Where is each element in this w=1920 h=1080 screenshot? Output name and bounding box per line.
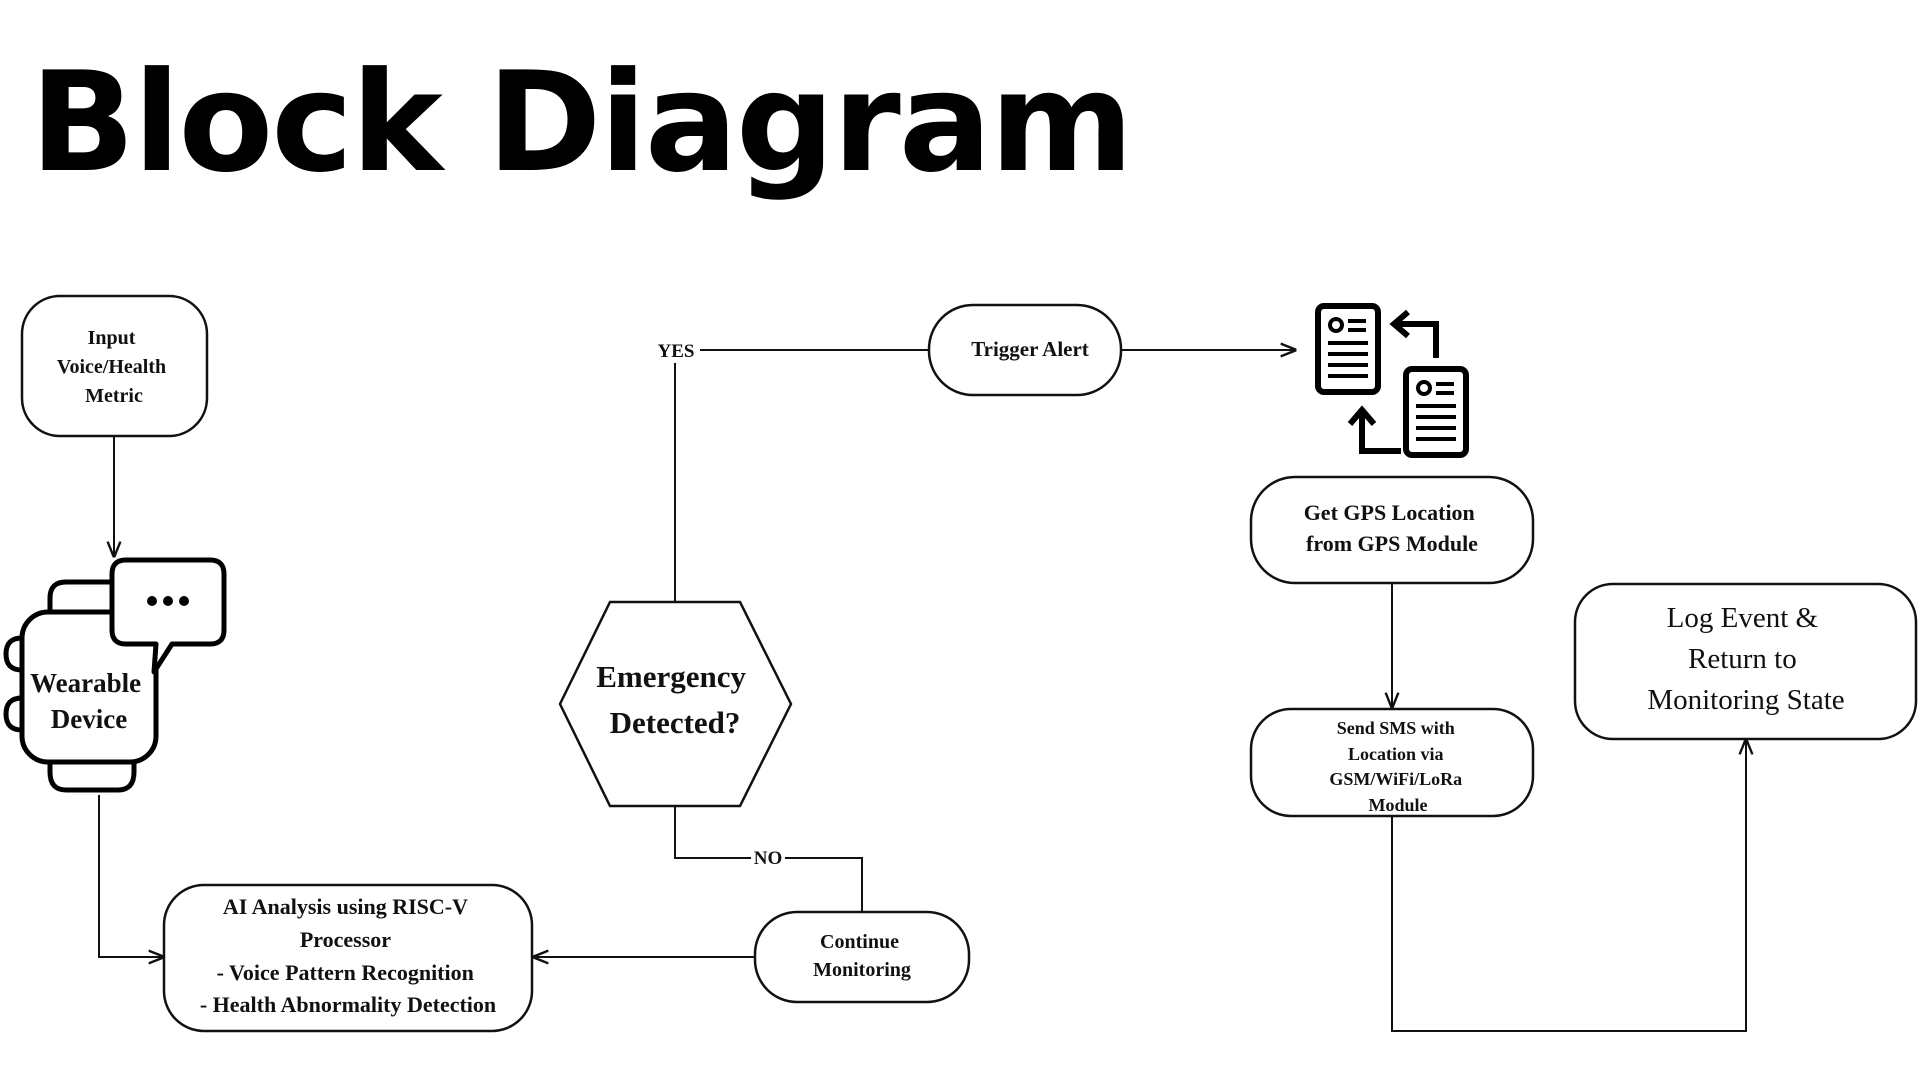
- svg-text:Continue Monitoring: Continue Monitoring: [813, 931, 911, 981]
- node-trigger-alert: Trigger Alert: [927, 303, 1123, 397]
- node-input: Input Voice/Health Metric: [20, 294, 209, 438]
- node-send-sms: Send SMS with Location via GSM/WiFi/LoRa…: [1249, 707, 1535, 818]
- smartwatch-with-speech-bubble-icon: [3, 557, 227, 793]
- svg-text:AI Analysis using RISC-V: AI Analysis using RISC-V Processor - Voi…: [200, 894, 496, 1017]
- svg-text:Trigger Alert: Trigger Alert: [971, 337, 1089, 361]
- edge-label-yes: YES: [658, 341, 695, 362]
- node-continue-monitoring: Continue Monitoring: [753, 910, 971, 1004]
- svg-text:Get GPS Location from GP: Get GPS Location from GPS Module: [1304, 500, 1481, 556]
- edge-wearable-to-ai: [98, 795, 163, 957]
- edge-label-no: NO: [754, 848, 783, 869]
- svg-text:Send SMS with Location: Send SMS with Location via GSM/WiFi/LoRa…: [1329, 718, 1466, 815]
- svg-text:Input Voice/Health: Input Voice/Health Metric: [57, 327, 171, 407]
- node-ai-analysis: AI Analysis using RISC-V Processor - Voi…: [162, 883, 534, 1033]
- node-get-gps-location: Get GPS Location from GPS Module: [1249, 475, 1535, 585]
- edge-emergency-yes: [674, 349, 928, 602]
- page-title: Block Diagram: [30, 42, 1132, 203]
- node-wearable-label: Wearable Device: [30, 668, 148, 734]
- edge-sms-to-log: [1391, 740, 1746, 1032]
- svg-text:Emergency Detected?: Emergency Detected?: [596, 659, 754, 740]
- document-exchange-icon: [1315, 303, 1469, 458]
- node-emergency-decision: Emergency Detected?: [558, 600, 793, 808]
- svg-text:Log Event & Return to: Log Event & Return to Monitoring State: [1647, 602, 1844, 716]
- node-log-event: Log Event & Return to Monitoring State: [1573, 582, 1918, 741]
